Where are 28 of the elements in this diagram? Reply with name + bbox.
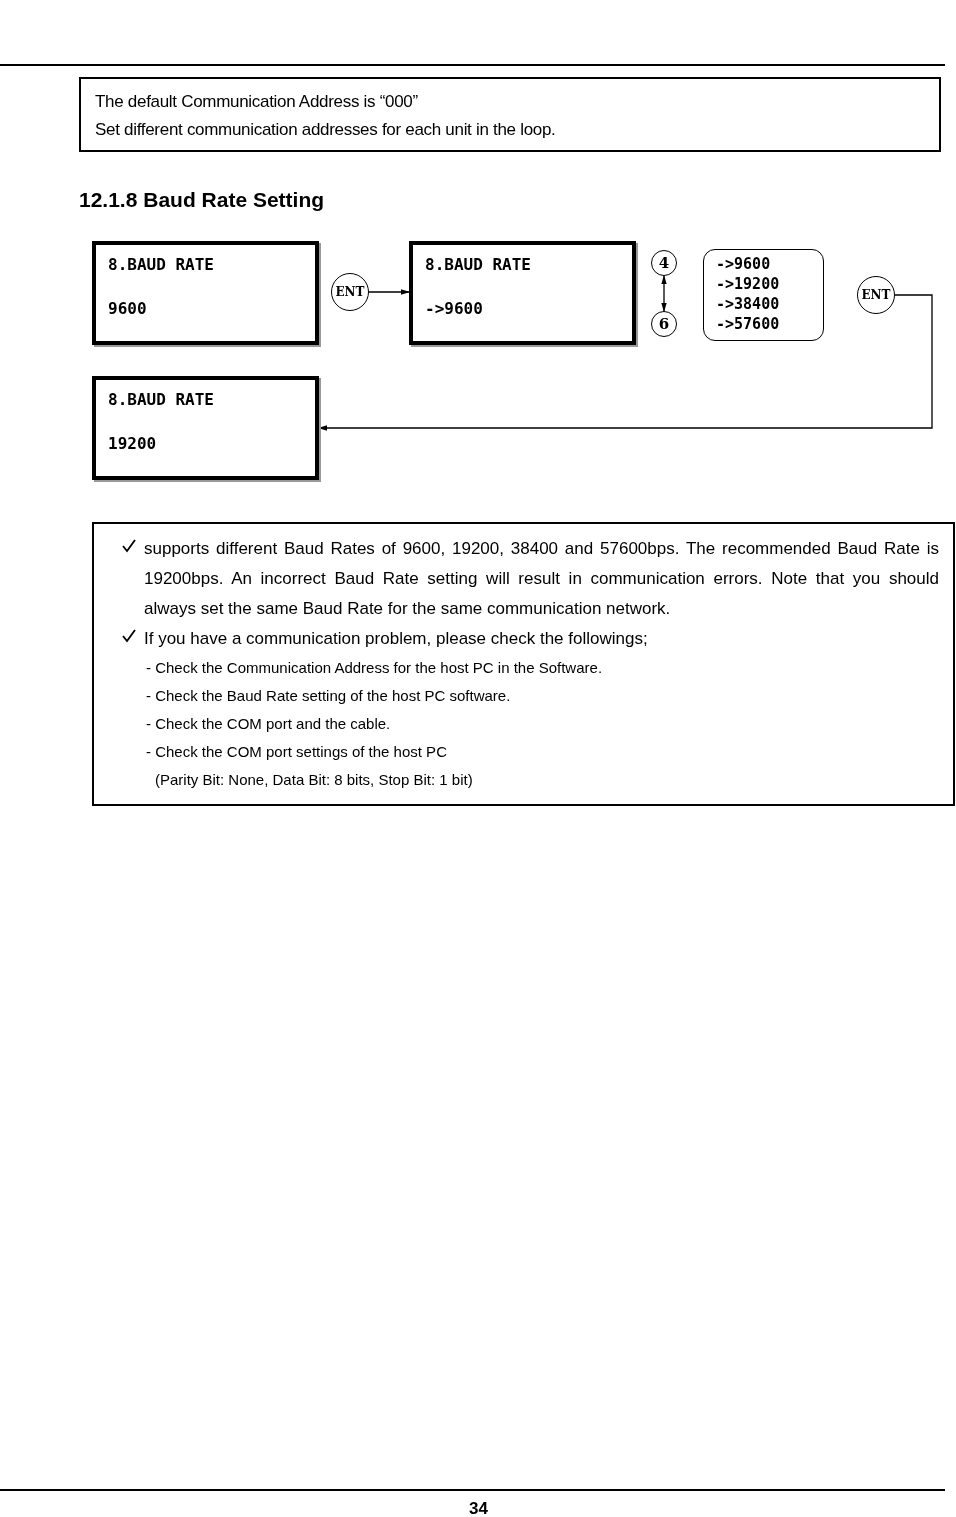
section-heading: 12.1.8 Baud Rate Setting [79, 187, 325, 213]
screen-text: 9600 [108, 298, 148, 320]
arrow [368, 289, 410, 295]
screen-text: ->9600 [425, 298, 484, 320]
note-text: Set different communication addresses for each unit in the loop. [95, 119, 557, 141]
lcd-screen-box [409, 241, 636, 345]
option-text: ->57600 [716, 314, 781, 334]
note-text: The default Communication Address is “000” [95, 91, 419, 113]
lcd-screen-box [92, 241, 319, 345]
arrow [318, 294, 933, 431]
option-text: ->9600 [716, 254, 772, 274]
page-number: 34 [469, 1498, 488, 1517]
check-item-text: - Check the COM port and the cable. [146, 714, 391, 734]
option-text: ->19200 [716, 274, 781, 294]
option-text: ->38400 [716, 294, 781, 314]
screen-text: 19200 [108, 433, 158, 455]
check-item-text: - Check the Baud Rate setting of the host PC software. [146, 686, 511, 706]
option-list-box [703, 249, 824, 341]
note-paragraph: supports different Baud Rates of 9600, 19200, 38400 and 57600bps. The recommended Baud Rate is 19200bps. An incorrect Baud Rate setting will result in communication errors. Note that you should always set the same Baud Rate for the same communication network. [144, 539, 939, 618]
note-paragraph: If you have a communication problem, please check the followings; [144, 629, 648, 648]
screen-text: 8.BAUD RATE [108, 254, 215, 276]
check-item-text: (Parity Bit: None, Data Bit: 8 bits, Stop Bit: 1 bit) [154, 770, 473, 790]
lcd-screen-box [92, 376, 319, 480]
check-item-text: - Check the COM port settings of the host PC [146, 742, 447, 762]
screen-text: 8.BAUD RATE [108, 389, 215, 411]
arrow [661, 275, 667, 312]
screen-text: 8.BAUD RATE [425, 254, 532, 276]
check-item-text: - Check the Communication Address for the host PC in the Software. [146, 658, 603, 678]
